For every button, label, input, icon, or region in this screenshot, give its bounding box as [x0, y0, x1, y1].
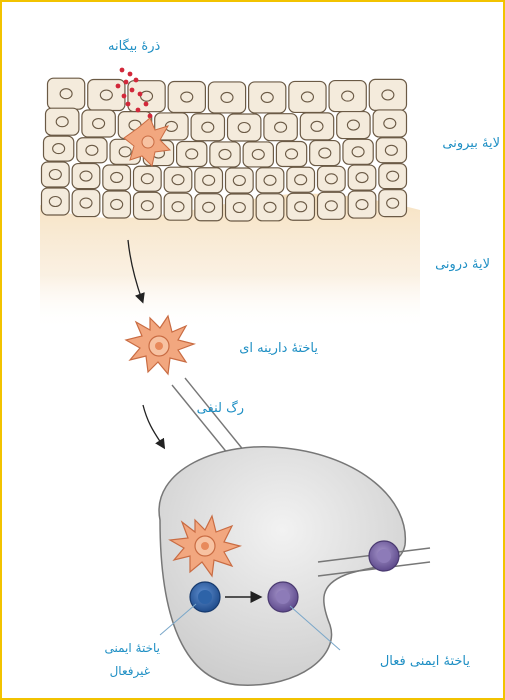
epithelial-cell: [329, 81, 366, 112]
epithelial-cell: [168, 82, 205, 113]
active-immune-cell: [268, 582, 298, 612]
epithelial-cell: [369, 79, 406, 110]
inner-layer-label: لایهٔ درونی: [435, 257, 490, 272]
epithelial-cell: [42, 162, 70, 187]
epithelial-cell: [164, 193, 192, 220]
epithelial-cell: [82, 110, 115, 137]
epithelial-cell: [256, 168, 284, 193]
epithelial-cell: [343, 139, 373, 164]
epithelial-cell-layer: [42, 78, 407, 221]
foreign-particle-dot: [116, 84, 121, 89]
epithelial-cell: [256, 194, 284, 221]
epithelial-cell: [48, 78, 85, 109]
epithelial-cell: [103, 191, 131, 218]
epithelial-cell: [228, 114, 261, 141]
epithelial-cell: [243, 142, 273, 167]
active-immune-cell-label: یاختهٔ ایمنی فعال: [380, 654, 471, 669]
epithelial-cell: [379, 190, 407, 217]
epithelial-cell: [72, 190, 100, 217]
epithelial-cell: [337, 112, 370, 139]
epithelial-cell: [287, 167, 315, 192]
epithelial-cell: [287, 193, 315, 220]
epithelial-cell: [348, 165, 376, 190]
epithelial-cell: [318, 192, 346, 219]
epithelial-cell: [300, 113, 333, 140]
epithelial-cell: [46, 108, 79, 135]
foreign-particle-label: ذرهٔ بیگانه: [108, 38, 160, 54]
epithelial-cell: [226, 168, 254, 193]
epithelial-cell: [134, 166, 162, 191]
epithelial-cell: [103, 165, 131, 190]
foreign-particle-dot: [122, 94, 127, 99]
foreign-particle-dot: [144, 102, 149, 107]
epithelial-cell: [42, 188, 70, 215]
epithelial-cell: [72, 164, 100, 189]
foreign-particle-dot: [136, 108, 141, 113]
inactive-immune-cell-label-line1: یاختهٔ ایمنی: [104, 641, 160, 655]
epithelial-cell: [318, 166, 346, 191]
epithelial-cell: [264, 114, 297, 141]
inactive-immune-cell: [190, 582, 220, 612]
epithelial-cell: [44, 136, 74, 161]
foreign-particle-dot: [134, 78, 139, 83]
foreign-particle-dot: [120, 68, 125, 73]
foreign-particle-dot: [128, 72, 133, 77]
outer-layer-label: لایهٔ بیرونی: [442, 136, 500, 151]
epithelial-cell: [77, 138, 107, 163]
epithelial-cell: [289, 81, 326, 112]
epithelial-cell: [191, 114, 224, 141]
lymph-vessel: [172, 378, 245, 460]
epithelial-cell: [195, 168, 223, 193]
epithelial-cell: [164, 167, 192, 192]
epithelial-cell: [128, 81, 165, 112]
epithelial-cell: [177, 141, 207, 166]
epithelial-cell: [134, 192, 162, 219]
dendritic-cell-label: یاختهٔ دارینه ای: [239, 341, 318, 356]
epithelial-cell: [348, 191, 376, 218]
epithelial-cell: [376, 138, 406, 163]
foreign-particle-dot: [124, 80, 129, 85]
epithelial-cell: [276, 141, 306, 166]
foreign-particle-dot: [130, 88, 135, 93]
epithelial-cell: [310, 141, 340, 166]
lymph-vessel-label: رگ لنفی: [197, 399, 244, 416]
epithelial-cell: [226, 194, 254, 221]
epithelial-cell: [208, 82, 245, 113]
epithelial-cell: [373, 110, 406, 137]
epithelial-cell: [379, 164, 407, 189]
epithelial-cell: [195, 194, 223, 221]
epithelial-cell: [210, 142, 240, 167]
inactive-immune-cell-label-line2: غیرفعال: [110, 664, 150, 679]
foreign-particle-dot: [126, 102, 131, 107]
epithelial-cell: [249, 82, 286, 113]
departing-active-immune-cell: [369, 541, 399, 571]
foreign-particle-dot: [138, 92, 143, 97]
